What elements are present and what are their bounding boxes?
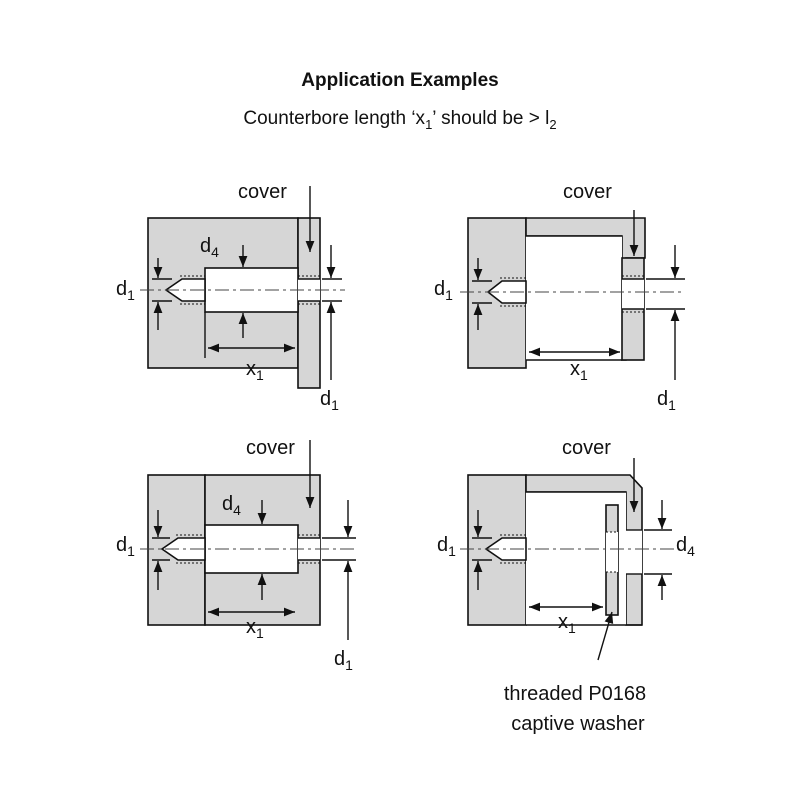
d1-left-label: d1 [116,278,135,303]
x1-label: x1 [246,358,264,383]
x1-label: x1 [558,611,576,636]
d1-right-label: d1 [334,648,353,673]
cover-label: cover [246,437,295,459]
panel-bottom-left: cover d4 d1 x1 d1 [116,437,356,673]
diagram-title: Application Examples [301,70,499,91]
subtitle-prefix: Counterbore length ‘x [243,108,426,129]
subtitle-sub2: 2 [549,116,557,132]
panel-top-left: cover d4 d1 x1 d1 [116,181,345,413]
d1-left-label: d1 [437,534,456,559]
cover-label: cover [238,181,287,203]
washer-caption-line2: captive washer [511,713,645,735]
panel-top-right: cover d1 x1 d1 [434,181,685,413]
washer-leader [597,611,614,661]
x1-label: x1 [570,358,588,383]
tapped-hole [486,280,527,304]
d1-left-label: d1 [434,278,453,303]
d1-right-label: d1 [657,388,676,413]
d1-right-label: d1 [320,388,339,413]
diagram-subtitle: Counterbore length ‘x1’ should be > l2 [0,108,800,132]
x1-label: x1 [246,616,264,641]
d4-label: d4 [222,493,241,518]
panel-bottom-right: cover d1 d4 x1 threaded P0168 captive wa… [437,437,695,735]
cover-label: cover [562,437,611,459]
cover-plate [297,217,321,389]
cover-label: cover [563,181,612,203]
subtitle-sub: 1 [425,116,433,132]
d4-label: d4 [676,534,695,559]
d1-left-label: d1 [116,534,135,559]
washer-caption-line1: threaded P0168 [504,683,646,705]
subtitle-middle: ’ should be > l [432,108,550,129]
d4-label: d4 [200,235,219,260]
